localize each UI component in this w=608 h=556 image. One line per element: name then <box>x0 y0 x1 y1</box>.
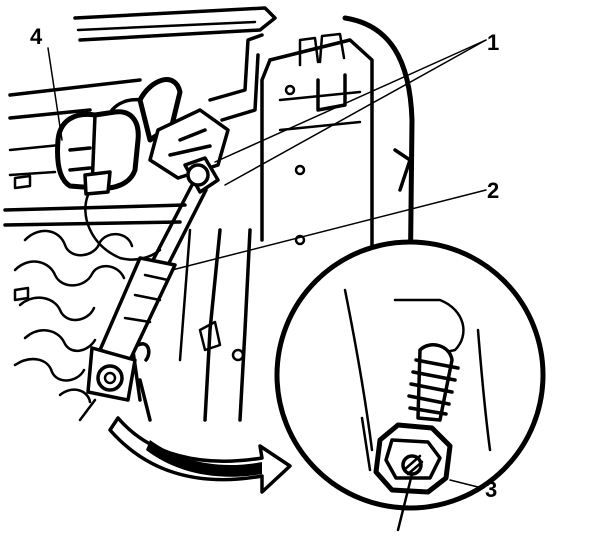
detail-arrow <box>108 416 292 494</box>
detail-magnifier <box>274 239 546 532</box>
callout-1: 1 <box>487 30 499 55</box>
seat-frame <box>3 6 415 422</box>
spindle-rod <box>86 156 220 402</box>
actuator-motor <box>55 33 264 261</box>
threaded-stud <box>407 343 460 422</box>
hex-nut <box>373 422 453 532</box>
callout-4: 4 <box>30 24 43 49</box>
callout-3: 3 <box>485 477 497 502</box>
callout-2: 2 <box>487 178 499 203</box>
leader-lines <box>47 39 487 489</box>
